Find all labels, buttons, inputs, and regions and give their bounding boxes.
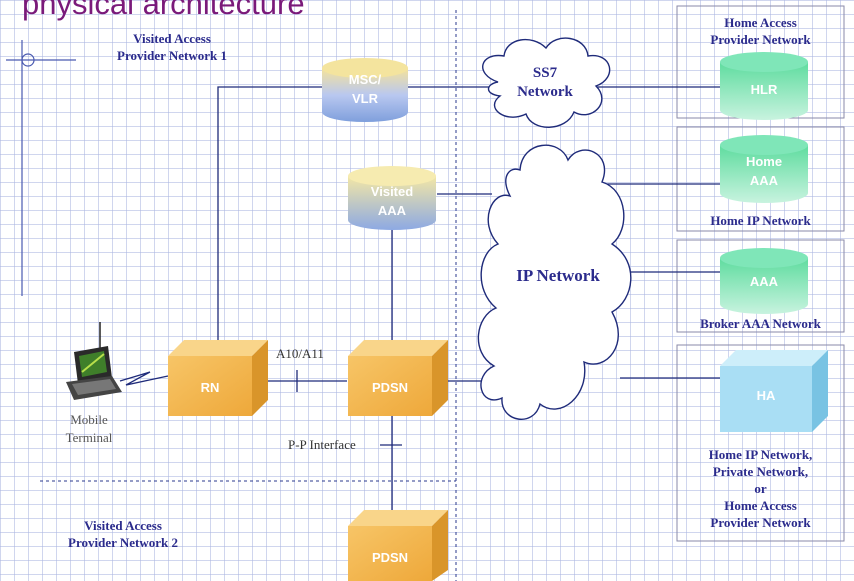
node-label-visited-aaa: Visited AAA <box>370 184 414 218</box>
mobile-terminal-label: Mobile Terminal <box>65 412 113 445</box>
node-label-rn: RN <box>200 380 220 395</box>
box-ha <box>720 350 828 432</box>
node-label-msc-vlr: MSC/ VLR <box>348 72 382 106</box>
page-title: physical architecture <box>22 0 305 21</box>
box-pdsn <box>348 340 448 416</box>
region-label-home-ip: Home IP Network <box>710 213 811 228</box>
box-rn <box>168 340 268 416</box>
cylinder-msc-vlr <box>322 58 408 122</box>
connection-lines <box>119 86 720 514</box>
region-boxes <box>676 5 845 542</box>
cylinder-hlr <box>720 52 808 120</box>
cylinder-visited-aaa <box>348 166 436 230</box>
region-label-broker: Broker AAA Network <box>700 316 821 331</box>
box-pdsn-2 <box>348 510 448 581</box>
cloud-label-ip-network: IP Network <box>516 266 600 285</box>
node-label-pdsn-2: PDSN <box>371 550 409 565</box>
ss7-cloud <box>482 37 611 128</box>
region-label-home-access: Home Access Provider Network <box>710 15 811 47</box>
ip-network-cloud <box>477 144 632 420</box>
region-label-visited-1: Visited Access Provider Network 1 <box>117 31 227 63</box>
cylinder-broker-aaa <box>720 248 808 314</box>
interface-label-a10-a11: A10/A11 <box>276 346 324 361</box>
corner-crosshair <box>6 40 76 296</box>
interface-label-pp: P-P Interface <box>288 437 356 452</box>
region-dividers <box>40 10 457 581</box>
mobile-terminal-icon <box>66 322 122 400</box>
cloud-label-ss7: SS7 Network <box>517 65 573 100</box>
node-label-hlr: HLR <box>750 82 778 97</box>
node-label-broker-aaa: AAA <box>749 274 779 289</box>
region-label-visited-2: Visited Access Provider Network 2 <box>68 518 178 550</box>
node-label-pdsn: PDSN <box>371 380 409 395</box>
region-label-ha-network: Home IP Network, Private Network, or Hom… <box>708 447 813 530</box>
node-label-home-aaa: Home AAA <box>745 154 783 188</box>
cylinder-home-aaa <box>720 135 808 203</box>
node-label-ha: HA <box>756 388 776 403</box>
